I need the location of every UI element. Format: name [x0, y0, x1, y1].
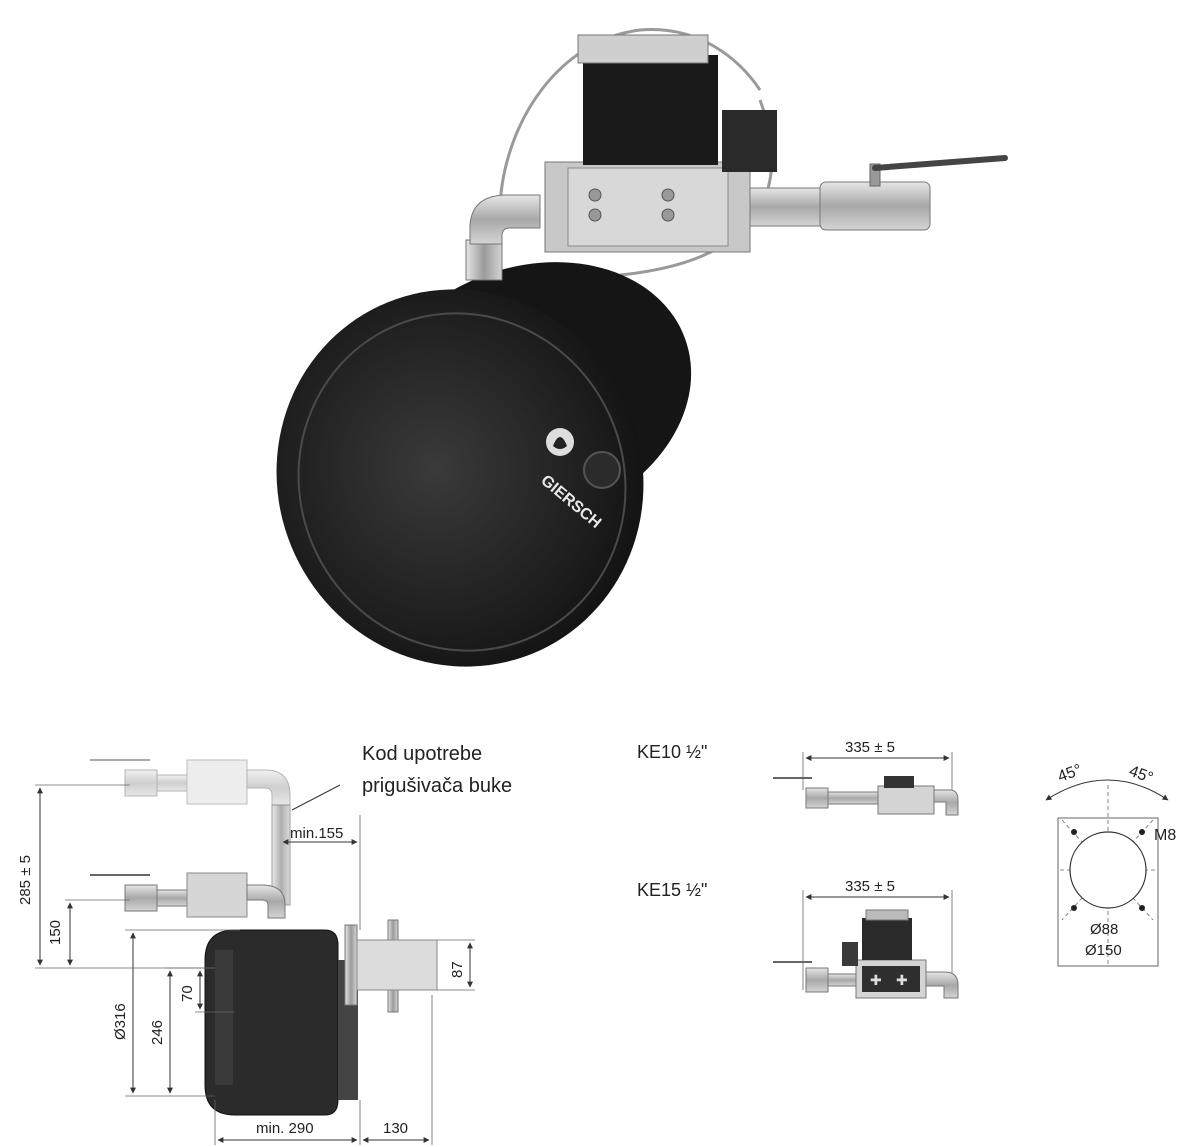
bolt-hole [1139, 905, 1145, 911]
valve-coil [583, 55, 718, 165]
burner-cover-rim [297, 312, 627, 652]
valve-face [567, 167, 729, 247]
ke10-ball-valve [805, 787, 829, 809]
dim-label-87: 87 [449, 961, 466, 978]
valve-coil-top [577, 34, 709, 64]
ke10-drawing: KE10 ½" 335 ± 5 [637, 739, 959, 816]
flange-bore [1069, 831, 1147, 909]
valve-side-coil [722, 110, 777, 172]
note-leader [291, 784, 341, 811]
dim-label-70: 70 [179, 985, 196, 1002]
gas-train-upper [90, 759, 291, 806]
silencer-note-line2: prigušivača buke [362, 775, 512, 797]
ke15-pipe [827, 973, 857, 987]
blast-tube [356, 939, 438, 991]
dim-label-min290: min. 290 [256, 1120, 314, 1137]
valve-outlet-union [749, 187, 821, 227]
ke15-screw-icon: ✚ [896, 973, 908, 989]
ke15-coil [862, 918, 912, 960]
angle-label-left: 45° [1056, 762, 1085, 786]
dim-label-246: 246 [149, 1020, 166, 1045]
angle-arc [1045, 779, 1169, 801]
pipe-nipple [465, 239, 503, 281]
ke10-pipe [827, 791, 879, 805]
ke10-coil [884, 776, 914, 788]
burner-rear-cap [215, 950, 233, 1085]
ke15-label: KE15 ½" [637, 880, 707, 900]
ke10-elbow [933, 789, 959, 816]
ke15-elbow [925, 971, 959, 999]
dim-label-min155: min.155 [290, 825, 343, 842]
ball-valve-handle [872, 155, 1008, 171]
dim-label-316: Ø316 [112, 1003, 129, 1040]
burner-photo: GIERSCH [276, 28, 1008, 667]
ball-valve-body [819, 181, 931, 231]
mounting-flange [344, 924, 358, 1006]
logo-flame-icon [553, 437, 567, 449]
valve-screw [588, 208, 602, 222]
dia-outer-label: Ø150 [1085, 942, 1122, 959]
ke15-screw-icon: ✚ [870, 973, 882, 989]
ke15-dim-label: 335 ± 5 [845, 878, 895, 895]
flange-plate [1057, 817, 1159, 967]
burner-body-side [204, 929, 339, 1116]
bolt-hole [1139, 829, 1145, 835]
ke15-ball-valve [805, 967, 829, 993]
dia-inner-label: Ø88 [1090, 921, 1118, 938]
ke15-valve-face [862, 966, 920, 992]
silencer-note-line1: Kod upotrebe [362, 743, 482, 765]
dim-label-130: 130 [383, 1120, 408, 1137]
sight-glass [583, 451, 621, 489]
valve-screw [661, 188, 675, 202]
valve-screw [588, 188, 602, 202]
ball-valve-stem [869, 163, 881, 187]
flange-drawing: 45° 45° M8 Ø88 Ø150 [1045, 762, 1176, 967]
ke10-dim-label: 335 ± 5 [845, 739, 895, 756]
gas-train-lower [90, 872, 286, 919]
ke15-coil-cap [865, 909, 909, 921]
ke10-label: KE10 ½" [637, 742, 707, 762]
ke15-drawing: KE15 ½" 335 ± 5 ✚ ✚ [637, 878, 959, 999]
burner-housing [276, 289, 644, 667]
valve-screw [661, 208, 675, 222]
dim-label-285: 285 ± 5 [17, 855, 34, 905]
side-view-drawing: Kod upotrebe prigušivača buke min.155 28… [17, 743, 512, 1145]
bolt-hole [1071, 905, 1077, 911]
thread-label: M8 [1154, 827, 1176, 844]
ke10-valve [877, 785, 935, 815]
ke15-side-coil [842, 942, 858, 966]
cable [498, 28, 762, 206]
dim-label-150: 150 [47, 920, 64, 945]
pipe-elbow [469, 194, 541, 245]
bolt-hole [1071, 829, 1077, 835]
